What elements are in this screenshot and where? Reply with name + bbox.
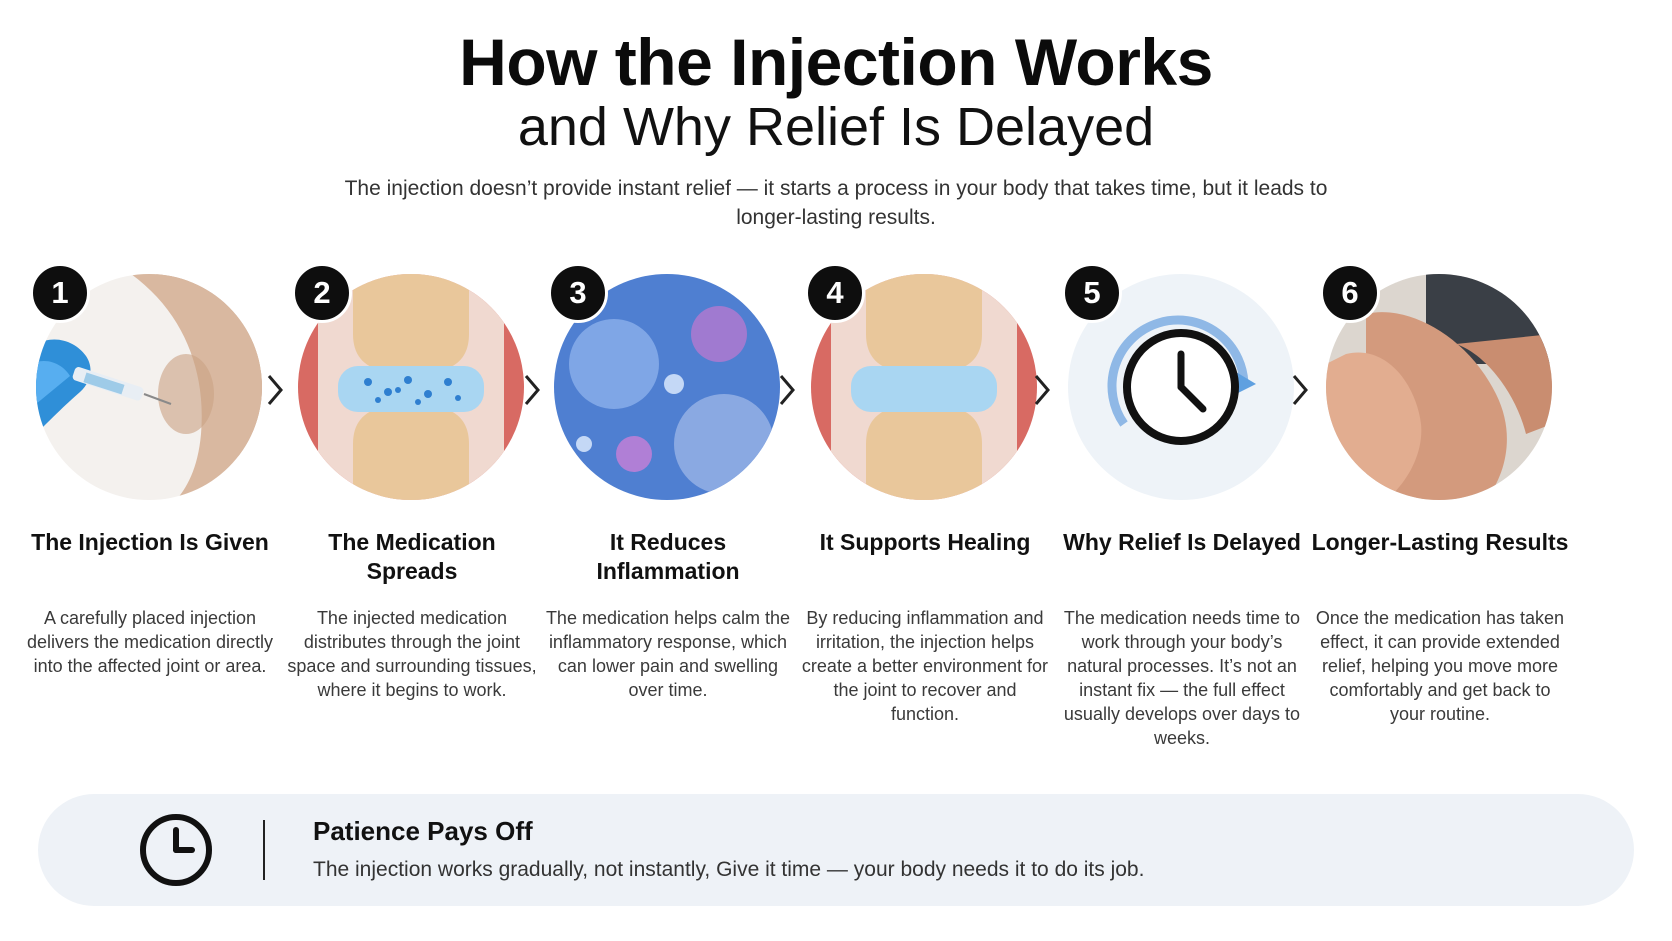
step-number-badge: 6 [1320,263,1380,323]
step-number-badge: 5 [1062,263,1122,323]
step-1: 1 The Injection Is Given A carefully pla… [20,260,280,780]
step-title: Longer-Lasting Results [1311,529,1569,555]
chevron-right-icon [779,375,795,405]
step-2: 2 The Medication Spreads The injected me… [282,260,542,780]
step-3: 3 It Reduces Inflammation The medication… [538,260,798,780]
step-title: It Reduces Inflammation [596,529,740,584]
step-6: 6 Longer-Lasting Results Once the medica… [1310,260,1570,780]
step-number-badge: 4 [805,263,865,323]
chevron-right-icon [267,375,283,405]
step-description: The medication needs time to work throug… [1063,608,1301,748]
clock-icon [140,814,212,886]
chevron-right-icon [1034,375,1050,405]
step-number-badge: 2 [292,263,352,323]
banner-divider [263,820,265,880]
step-description: The injected medication distributes thro… [287,608,537,700]
syringe-knee-icon [36,274,262,500]
chevron-right-icon [1292,375,1308,405]
step-description: A carefully placed injection delivers th… [26,608,274,676]
step-description: The medication helps calm the inflammato… [545,608,791,700]
healthy-joint-icon [811,274,1037,500]
page-title: How the Injection Works [459,25,1213,99]
step-description: Once the medication has taken effect, it… [1315,608,1565,724]
chevron-right-icon [524,375,540,405]
step-number-badge: 3 [548,263,608,323]
step-title: Why Relief Is Delayed [1063,529,1301,555]
step-title: The Medication Spreads [328,529,496,584]
page-subtitle: and Why Relief Is Delayed [517,97,1155,157]
step-title: The Injection Is Given [31,529,269,555]
step-number-badge: 1 [30,263,90,323]
banner-text: The injection works gradually, not insta… [313,858,1145,881]
intro-text: The injection doesn’t provide instant re… [344,177,1328,229]
step-title: It Supports Healing [819,529,1031,555]
knee-hands-icon [1326,274,1552,500]
banner-title: Patience Pays Off [313,816,533,846]
patience-banner: Patience Pays Off The injection works gr… [38,794,1634,906]
step-5: 5 Why Relief Is Delayed The medication n… [1052,260,1312,780]
step-4: 4 It Supports Healing By reducing inflam… [795,260,1055,780]
step-description: By reducing inflammation and irritation,… [801,608,1049,724]
